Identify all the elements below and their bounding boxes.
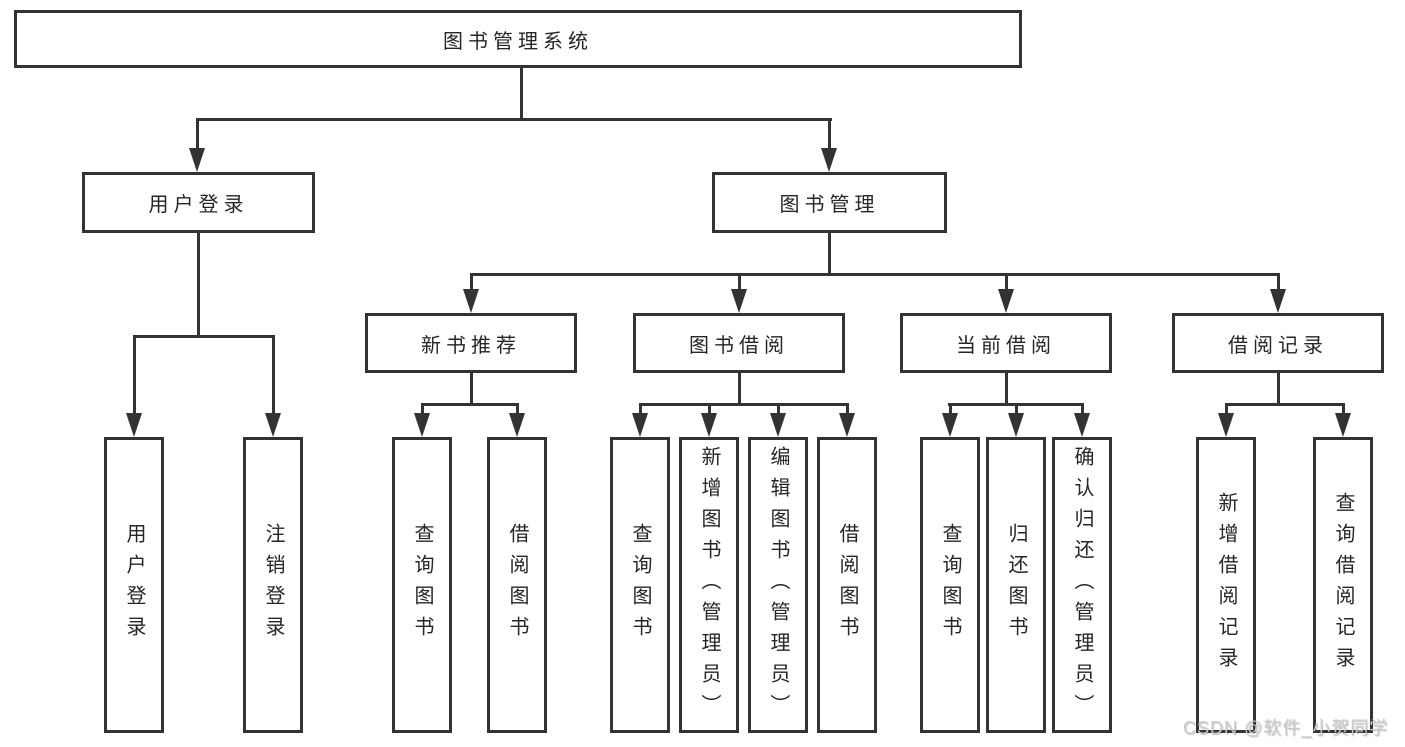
leaf-label: 确认归还（管理员） <box>1071 445 1093 725</box>
arrow-down-icon <box>942 413 958 437</box>
arrow-down-icon <box>821 148 837 172</box>
node-label: 图书管理系统 <box>443 30 593 53</box>
connector-stem-book-management <box>828 233 831 276</box>
leaf-label: 用户登录 <box>123 523 145 647</box>
connector-drop-leaf <box>777 406 780 416</box>
arrow-down-icon <box>126 413 142 437</box>
node-label: 图书借阅 <box>689 334 789 357</box>
arrow-down-icon <box>189 148 205 172</box>
leaf-query-books: 查询图书 <box>610 437 670 733</box>
arrow-down-icon <box>463 289 479 313</box>
arrow-down-icon <box>265 413 281 437</box>
leaf-return-books: 归还图书 <box>986 437 1046 733</box>
leaf-user-login: 用户登录 <box>104 437 164 733</box>
connector-drop-book-borrow <box>738 276 741 291</box>
node-label: 用户登录 <box>148 194 249 216</box>
leaf-label: 新增借阅记录 <box>1215 492 1237 678</box>
connector-drop-leaf <box>846 406 849 416</box>
connector-drop-leaf <box>1015 406 1018 416</box>
connector-drop-user-login <box>196 121 199 150</box>
leaf-query-borrow-record: 查询借阅记录 <box>1313 437 1373 733</box>
leaf-label: 归还图书 <box>1005 523 1027 647</box>
arrow-down-icon <box>1074 413 1090 437</box>
leaf-confirm-return-admin: 确认归还（管理员） <box>1052 437 1112 733</box>
connector-branch-current-borrow <box>948 403 1084 406</box>
arrow-down-icon <box>1008 413 1024 437</box>
leaf-logout: 注销登录 <box>243 437 303 733</box>
connector-stem-new-book <box>470 373 473 405</box>
node-label: 借阅记录 <box>1228 334 1328 357</box>
connector-stem-current-borrow <box>1005 373 1008 405</box>
connector-drop-borrow-records <box>1277 276 1280 291</box>
connector-drop-leaf <box>1225 406 1228 416</box>
node-new-book-recommendation: 新书推荐 <box>365 313 577 373</box>
connector-drop-leaf <box>1342 406 1345 416</box>
leaf-label: 查询图书 <box>629 523 651 647</box>
arrow-down-icon <box>1270 289 1286 313</box>
arrow-down-icon <box>998 289 1014 313</box>
leaf-edit-book-admin: 编辑图书（管理员） <box>748 437 808 733</box>
connector-stem-root <box>520 68 523 121</box>
connector-drop-leaf <box>516 406 519 416</box>
connector-branch-level3 <box>470 273 1280 276</box>
leaf-add-borrow-record: 新增借阅记录 <box>1196 437 1256 733</box>
node-book-management: 图书管理 <box>712 172 947 233</box>
arrow-down-icon <box>1218 413 1234 437</box>
node-current-borrowing: 当前借阅 <box>900 313 1112 373</box>
leaf-label: 查询借阅记录 <box>1332 492 1354 678</box>
connector-branch-borrow-records <box>1225 403 1345 406</box>
arrow-down-icon <box>731 289 747 313</box>
node-book-borrowing: 图书借阅 <box>633 313 845 373</box>
arrow-down-icon <box>509 413 525 437</box>
node-library-system: 图书管理系统 <box>14 10 1022 68</box>
watermark: CSDN @软件_小贺同学 <box>1183 718 1389 738</box>
leaf-label: 编辑图书（管理员） <box>767 445 789 725</box>
node-label: 当前借阅 <box>956 334 1056 357</box>
connector-stem-book-borrow <box>738 373 741 405</box>
node-label: 新书推荐 <box>421 334 521 357</box>
connector-branch-book-borrow <box>639 403 849 406</box>
connector-stem-borrow-records <box>1277 373 1280 405</box>
connector-drop-new-book <box>470 276 473 291</box>
leaf-label: 借阅图书 <box>836 523 858 647</box>
arrow-down-icon <box>632 413 648 437</box>
connector-drop-leaf <box>1081 406 1084 416</box>
connector-drop-leaf <box>133 338 136 415</box>
connector-drop-leaf <box>708 406 711 416</box>
connector-branch-new-book <box>421 403 519 406</box>
connector-branch-user-login <box>133 335 275 338</box>
arrow-down-icon <box>1335 413 1351 437</box>
leaf-query-books: 查询图书 <box>920 437 980 733</box>
arrow-down-icon <box>770 413 786 437</box>
connector-drop-leaf <box>421 406 424 416</box>
leaf-label: 查询图书 <box>411 523 433 647</box>
leaf-borrow-books: 借阅图书 <box>487 437 547 733</box>
leaf-label: 借阅图书 <box>506 523 528 647</box>
connector-drop-book-management <box>828 121 831 150</box>
connector-branch-level1 <box>196 118 832 121</box>
arrow-down-icon <box>414 413 430 437</box>
node-label: 图书管理 <box>779 194 880 216</box>
connector-drop-current-borrow <box>1005 276 1008 291</box>
leaf-add-book-admin: 新增图书（管理员） <box>679 437 739 733</box>
leaf-query-books: 查询图书 <box>392 437 452 733</box>
arrow-down-icon <box>839 413 855 437</box>
leaf-label: 新增图书（管理员） <box>698 445 720 725</box>
connector-drop-leaf <box>272 338 275 415</box>
connector-drop-leaf <box>949 406 952 416</box>
leaf-label: 注销登录 <box>262 523 284 647</box>
node-borrowing-records: 借阅记录 <box>1172 313 1384 373</box>
leaf-borrow-books: 借阅图书 <box>817 437 877 733</box>
node-user-login: 用户登录 <box>82 172 315 233</box>
connector-drop-leaf <box>639 406 642 416</box>
leaf-label: 查询图书 <box>939 523 961 647</box>
arrow-down-icon <box>701 413 717 437</box>
connector-stem-user-login <box>197 233 200 338</box>
